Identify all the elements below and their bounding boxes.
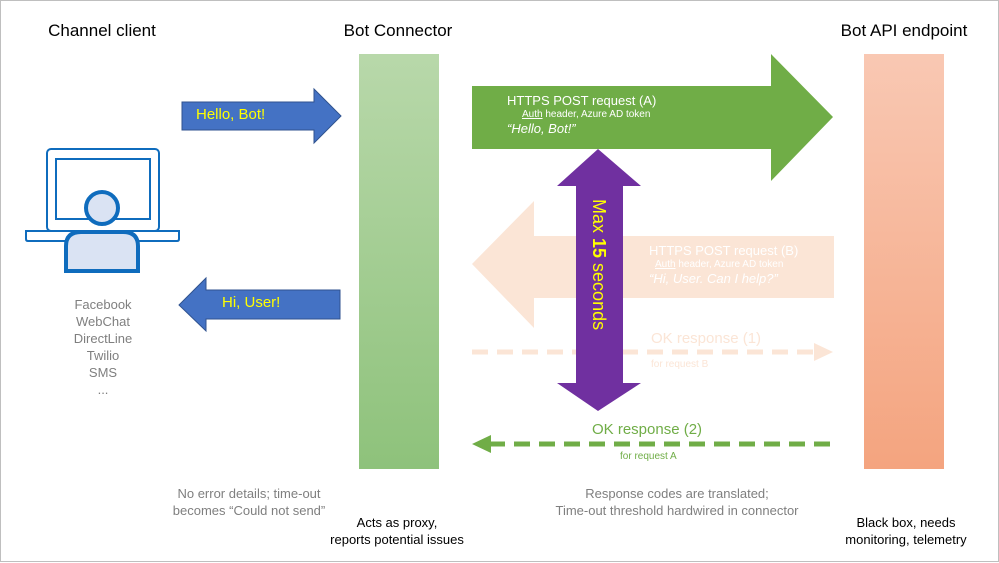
bot-api-bar: [864, 54, 944, 469]
hi-user-arrow: [178, 276, 341, 333]
channel-caption-line2: becomes “Could not send”: [172, 503, 326, 518]
timeout-number: 15: [589, 238, 609, 259]
bot-api-title: Bot API endpoint: [840, 21, 968, 40]
response-1-sub: for request B: [651, 359, 709, 370]
request-a-auth: Auth: [522, 109, 543, 120]
request-b-title: HTTPS POST request (B): [649, 243, 799, 258]
request-a-arrow: [472, 54, 833, 181]
connector-caption-line2: reports potential issues: [330, 532, 464, 547]
timeout-suffix: seconds: [589, 258, 609, 331]
channel-item: Twilio: [86, 348, 120, 363]
hello-bot-arrow: [181, 87, 342, 145]
hello-bot-label: Hello, Bot!: [196, 106, 266, 123]
connector-caption: Acts as proxy, reports potential issues: [330, 514, 464, 548]
timeout-prefix: Max: [589, 199, 609, 239]
channel-list: Facebook WebChat DirectLine Twilio SMS .…: [74, 296, 133, 398]
api-caption-line1: Black box, needs: [856, 515, 956, 530]
channel-caption-line1: No error details; time-out: [177, 486, 321, 501]
response-2-title: OK response (2): [592, 421, 703, 438]
response-2-sub: for request A: [620, 451, 677, 462]
translation-caption-line2: Time-out threshold hardwired in connecto…: [555, 503, 799, 518]
channel-item: ...: [97, 382, 109, 397]
channel-item: Facebook: [74, 297, 132, 312]
bot-connector-title: Bot Connector: [343, 21, 453, 40]
request-b-header: header, Azure AD token: [675, 259, 784, 270]
channel-item: SMS: [88, 365, 118, 380]
channel-item: WebChat: [76, 314, 130, 329]
request-a-body: “Hello, Bot!”: [507, 121, 576, 136]
translation-caption-line1: Response codes are translated;: [585, 486, 769, 501]
hi-user-label: Hi, User!: [222, 294, 281, 311]
bot-connector-bar: [359, 54, 439, 469]
translation-caption: Response codes are translated; Time-out …: [555, 485, 798, 519]
response-1-arrowhead: [814, 343, 833, 361]
channel-client-title: Channel client: [48, 21, 156, 40]
connector-caption-line1: Acts as proxy,: [356, 515, 438, 530]
response-1-title: OK response (1): [651, 330, 762, 347]
request-a-title: HTTPS POST request (A): [507, 93, 657, 108]
request-b-text: HTTPS POST request (B) Auth header, Azur…: [649, 244, 798, 286]
channel-caption: No error details; time-out becomes “Coul…: [173, 485, 325, 519]
api-caption: Black box, needs monitoring, telemetry: [845, 514, 966, 548]
computer-user-icon: [25, 148, 180, 273]
api-caption-line2: monitoring, telemetry: [845, 532, 967, 547]
response-2-arrowhead: [472, 435, 491, 453]
timeout-label: Max 15 seconds: [588, 199, 610, 330]
request-b-auth: Auth: [655, 259, 676, 270]
request-a-text: HTTPS POST request (A) Auth header, Azur…: [507, 94, 656, 136]
channel-item: DirectLine: [73, 331, 133, 346]
request-a-header: header, Azure AD token: [542, 109, 651, 120]
request-b-body: “Hi, User. Can I help?”: [649, 271, 778, 286]
